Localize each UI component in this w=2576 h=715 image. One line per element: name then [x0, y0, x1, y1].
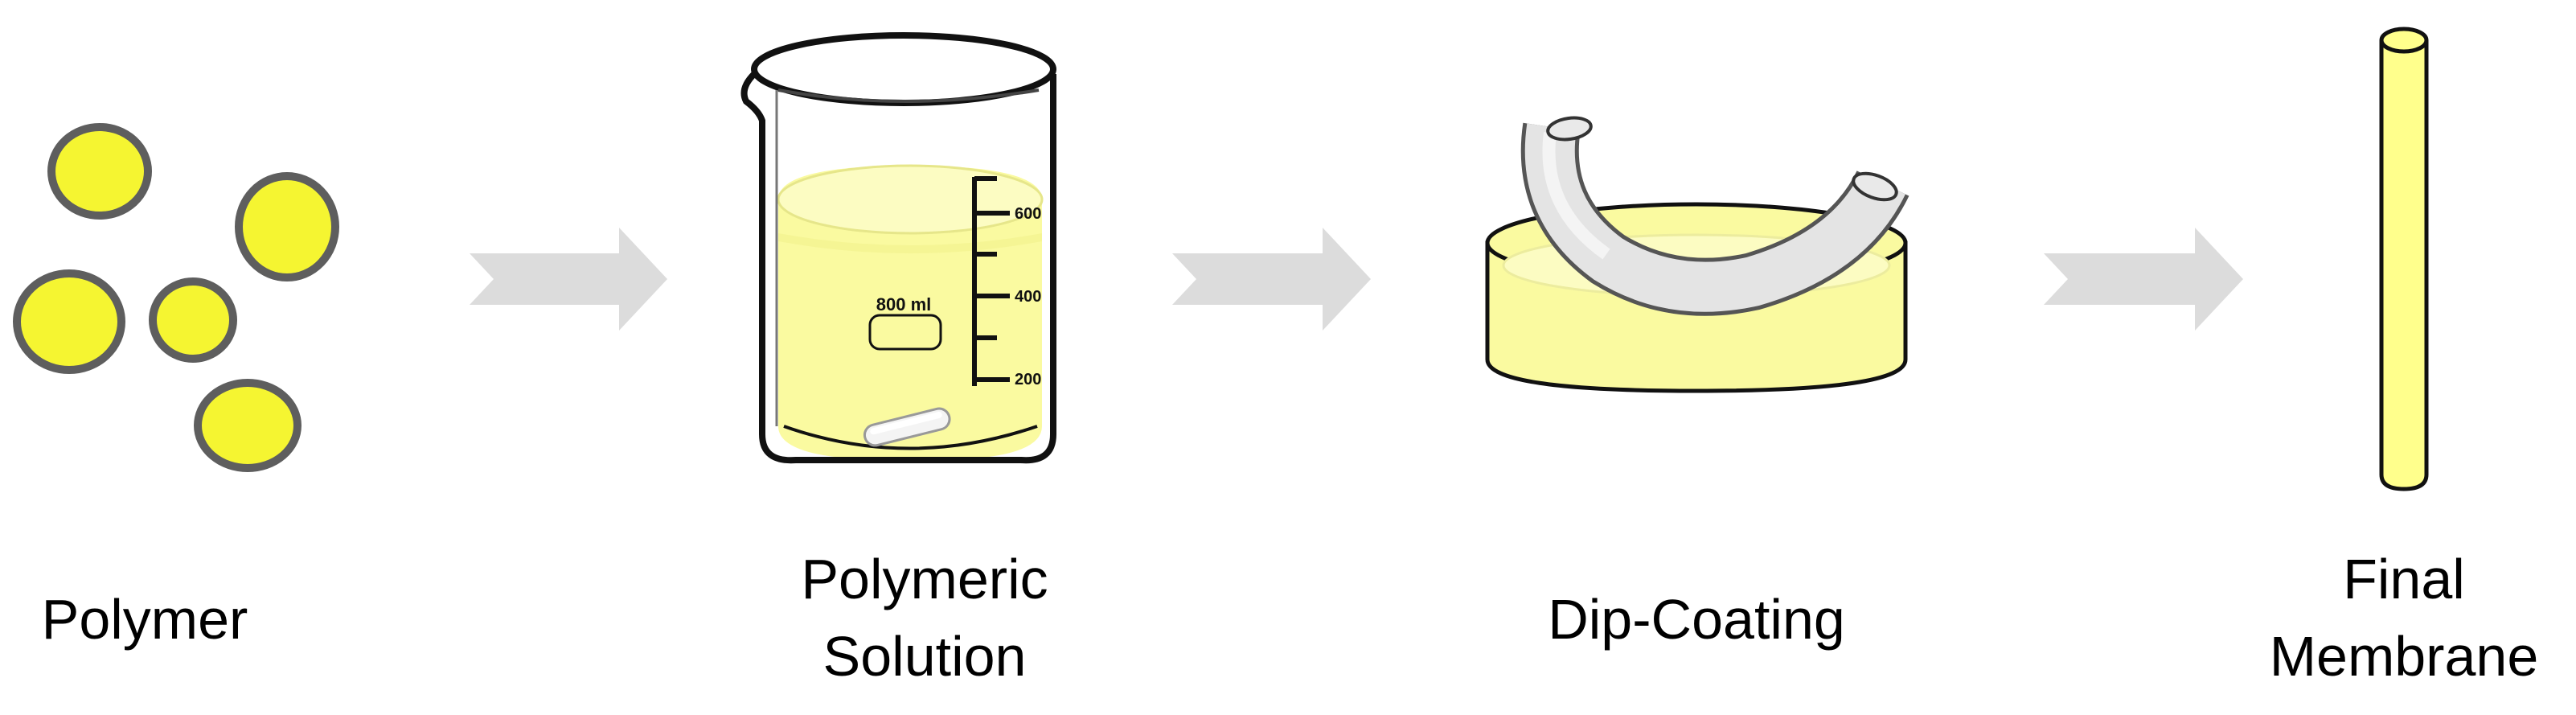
tube-end	[1852, 171, 1898, 202]
beaker-glass	[740, 72, 1056, 464]
final-label-line1: Final	[2343, 548, 2465, 610]
beaker-inner-rim	[777, 88, 1040, 103]
step-label-final-membrane: Final Membrane	[2227, 540, 2576, 695]
stir-bar-icon	[863, 407, 951, 447]
step-label-dip-coating: Dip-Coating	[1512, 581, 1881, 658]
beaker-bottom	[783, 425, 1038, 450]
scale-label-200: 200	[1015, 371, 1041, 388]
solution-label-line2: Solution	[822, 625, 1027, 688]
final-label-line2: Membrane	[2269, 625, 2539, 688]
tube-highlight	[1542, 131, 1610, 260]
membrane-tube-icon	[2379, 27, 2429, 491]
arrow-right-icon	[2044, 228, 2243, 331]
polymer-particles	[13, 123, 339, 472]
beaker-volume-box	[868, 314, 942, 351]
polymer-particle	[47, 123, 152, 220]
step-label-polymer: Polymer	[24, 581, 265, 658]
membrane-body	[2379, 40, 2429, 491]
beaker-volume-label: 800 ml	[876, 294, 932, 314]
beaker-rim	[751, 32, 1056, 106]
polymer-particle	[194, 379, 301, 472]
solution-label-line1: Polymeric	[801, 548, 1048, 610]
beaker-icon: 600 400 200 800 ml	[740, 32, 1056, 464]
polymer-particle	[149, 277, 237, 363]
dip-label-text: Dip-Coating	[1548, 588, 1845, 651]
scale-label-600: 600	[1015, 205, 1041, 223]
solution-surface	[777, 164, 1044, 235]
tube-end	[1546, 116, 1593, 142]
arrow-right-icon	[1172, 228, 1371, 331]
arrow-right-icon	[470, 228, 667, 331]
polymer-label-text: Polymer	[41, 588, 248, 651]
dip-coating-dish-icon	[1485, 116, 1909, 393]
scale-label-400: 400	[1015, 288, 1041, 306]
membrane-top	[2379, 27, 2429, 54]
polymer-particle	[13, 269, 125, 374]
polymer-particle	[235, 172, 339, 281]
step-label-polymeric-solution: Polymeric Solution	[748, 540, 1101, 695]
